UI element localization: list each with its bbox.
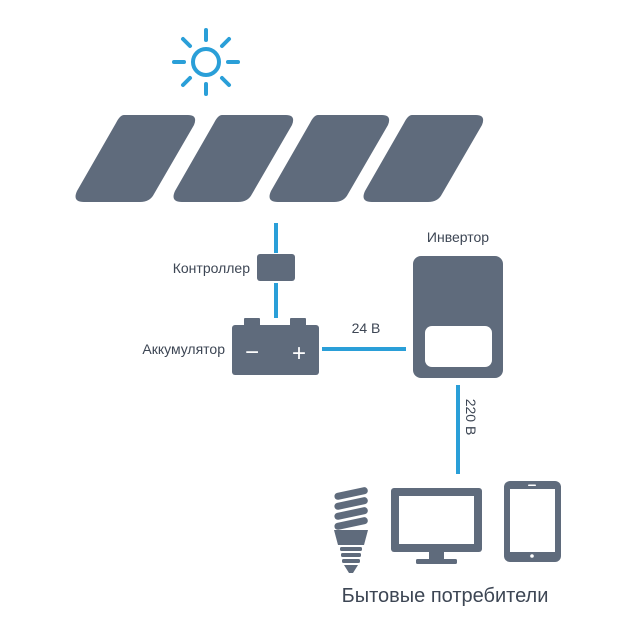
lightbulb-icon — [334, 487, 368, 573]
controller-icon — [257, 254, 295, 281]
inverter-label: Инвертор — [427, 229, 489, 245]
inverter-icon — [413, 256, 503, 378]
voltage-dc-label: 24 В — [352, 320, 381, 336]
voltage-ac-label: 220 В — [463, 399, 479, 436]
battery-icon — [232, 318, 319, 375]
battery-minus-sign: − — [245, 339, 259, 366]
sun-icon — [172, 28, 240, 96]
solar-panel-segment — [75, 115, 196, 202]
battery-plus-sign: + — [292, 340, 306, 367]
monitor-icon — [391, 488, 482, 564]
consumers-label: Бытовые потребители — [342, 585, 549, 607]
solar-panel-segment — [269, 115, 390, 202]
solar-panel-segment — [173, 115, 294, 202]
tablet-icon — [504, 481, 561, 562]
wires — [274, 223, 460, 474]
controller-label: Контроллер — [173, 260, 250, 276]
solar-panel-icon — [75, 115, 484, 202]
battery-label: Аккумулятор — [142, 341, 225, 357]
solar-panel-segment — [363, 115, 484, 202]
